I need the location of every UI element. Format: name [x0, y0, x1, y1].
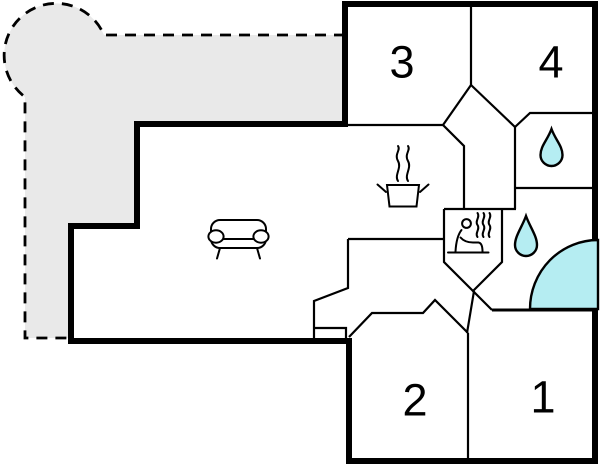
- sofa-armrest: [252, 229, 270, 244]
- corner-bathtub-icon: [528, 238, 600, 311]
- interior-wall: [314, 326, 348, 341]
- water-drop-icon: [539, 125, 564, 168]
- interior-wall: [514, 111, 595, 128]
- steam-icon: [395, 145, 411, 182]
- person-leg: [459, 236, 484, 253]
- interior-wall: [470, 84, 516, 128]
- room-label-2: 2: [402, 375, 427, 426]
- interior-wall: [465, 290, 476, 334]
- person-head: [461, 218, 472, 229]
- sauna-icon: [447, 212, 492, 254]
- terrace-area: [4, 3, 345, 339]
- sofa-legs: [216, 247, 261, 260]
- room-label-1: 1: [530, 372, 555, 423]
- cooking-pot-icon: [376, 145, 430, 208]
- interior-wall: [472, 290, 493, 311]
- sofa-icon: [207, 219, 270, 260]
- interior-wall: [442, 84, 472, 126]
- interior-wall: [442, 124, 466, 208]
- steam-icon: [475, 212, 492, 238]
- room-label-3: 3: [389, 37, 414, 88]
- interior-walls: [312, 4, 595, 461]
- interior-wall: [312, 239, 350, 341]
- terrace: [2, 1, 345, 340]
- pot-body: [385, 184, 421, 208]
- water-drop-icon: [513, 212, 539, 258]
- pot-handles: [376, 183, 430, 193]
- room-label-4: 4: [538, 37, 563, 88]
- interior-wall: [348, 298, 469, 338]
- sofa-armrest: [207, 229, 225, 244]
- person-back: [454, 229, 463, 253]
